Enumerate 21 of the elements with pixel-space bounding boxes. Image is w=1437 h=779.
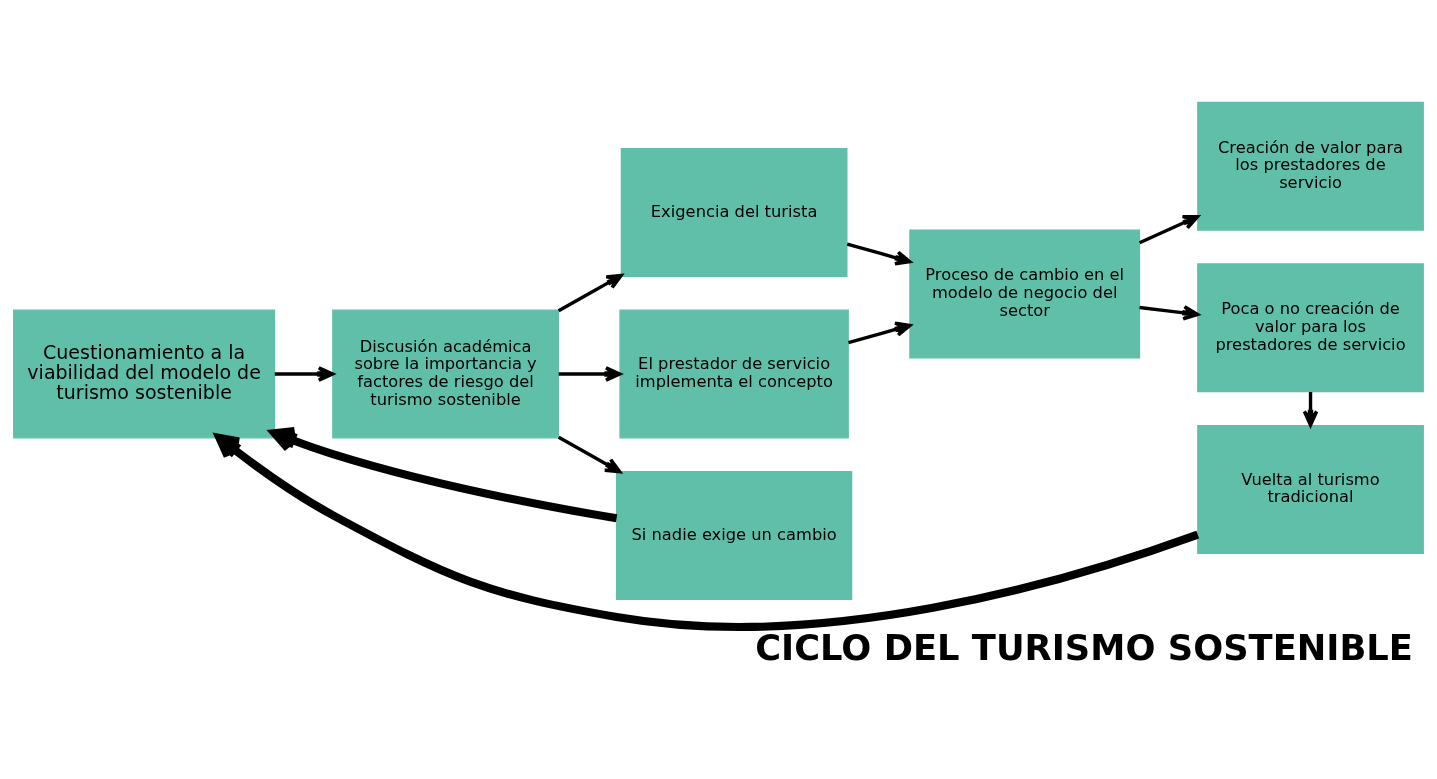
arrow bbox=[269, 426, 618, 522]
node-box: Creación de valor para los prestadores de servicio bbox=[1197, 101, 1424, 231]
diagram-title: CICLO DEL TURISMO SOSTENIBLE bbox=[755, 626, 1413, 668]
arrow bbox=[1139, 304, 1200, 321]
arrow bbox=[846, 241, 912, 266]
node-box: El prestador de servicio implementa el concepto bbox=[619, 309, 849, 438]
arrow bbox=[215, 433, 1200, 631]
arrow bbox=[557, 273, 623, 312]
node-box: Exigencia del turista bbox=[620, 147, 848, 277]
node-box: Si nadie exige un cambio bbox=[616, 470, 853, 600]
arrow bbox=[847, 321, 912, 344]
node-box: Discusión académica sobre la importancia y factores de riesgo del turismo sostenible bbox=[332, 309, 559, 438]
node-box: Proceso de cambio en el modelo de negocio del sector bbox=[909, 228, 1141, 358]
arrow bbox=[557, 435, 622, 473]
arrow bbox=[274, 365, 335, 382]
node-box: Vuelta al turismo tradicional bbox=[1197, 424, 1424, 554]
node-box: Cuestionamiento a la viabilidad del modelo de turismo sostenible bbox=[13, 309, 276, 438]
arrow bbox=[1138, 214, 1200, 244]
arrow bbox=[1302, 391, 1319, 427]
node-box: Poca o no creación de valor para los prestadores de servicio bbox=[1197, 262, 1424, 392]
arrow bbox=[558, 365, 622, 382]
